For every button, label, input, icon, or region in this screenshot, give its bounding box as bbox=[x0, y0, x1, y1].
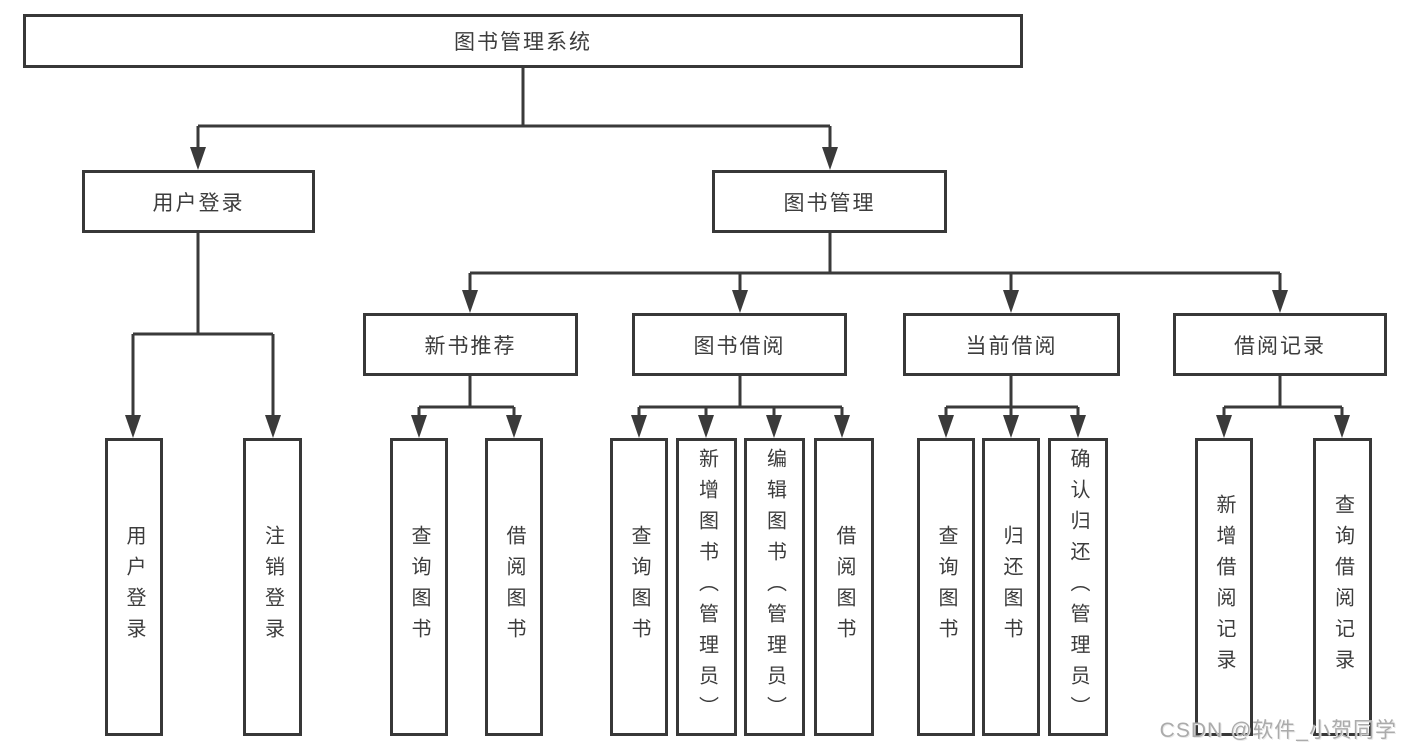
arrowhead bbox=[506, 415, 522, 438]
arrowhead bbox=[834, 415, 850, 438]
arrowhead bbox=[1272, 290, 1288, 313]
leaf-recommend-search-books: 查询图书 bbox=[390, 438, 448, 736]
arrowhead bbox=[938, 415, 954, 438]
connector-book-management bbox=[468, 233, 1282, 293]
node-library-system: 图书管理系统 bbox=[23, 14, 1023, 68]
connector-borrow-records bbox=[1222, 376, 1344, 418]
arrowhead bbox=[1216, 415, 1232, 438]
node-book-borrow: 图书借阅 bbox=[632, 313, 847, 376]
leaf-user-login: 用户登录 bbox=[105, 438, 163, 736]
connector-new-book-recommend bbox=[417, 376, 516, 418]
connector-book-borrow bbox=[637, 376, 844, 418]
arrowhead bbox=[1003, 290, 1019, 313]
arrowhead bbox=[1334, 415, 1350, 438]
leaf-borrow-borrow-books: 借阅图书 bbox=[814, 438, 874, 736]
leaf-records-search-record: 查询借阅记录 bbox=[1313, 438, 1372, 736]
leaf-logout: 注销登录 bbox=[243, 438, 302, 736]
leaf-current-return-books: 归还图书 bbox=[982, 438, 1040, 736]
connector-current-borrow bbox=[944, 376, 1080, 418]
arrowhead bbox=[1070, 415, 1086, 438]
arrowhead bbox=[265, 415, 281, 438]
node-user-login: 用户登录 bbox=[82, 170, 315, 233]
leaf-records-add-record: 新增借阅记录 bbox=[1195, 438, 1253, 736]
arrowhead bbox=[411, 415, 427, 438]
node-book-management: 图书管理 bbox=[712, 170, 947, 233]
connector-root bbox=[196, 68, 832, 150]
arrowhead bbox=[698, 415, 714, 438]
arrowhead bbox=[190, 147, 206, 170]
node-current-borrow: 当前借阅 bbox=[903, 313, 1120, 376]
arrowhead bbox=[1003, 415, 1019, 438]
leaf-borrow-add-books-admin: 新增图书（管理员） bbox=[676, 438, 737, 736]
leaf-recommend-borrow-books: 借阅图书 bbox=[485, 438, 543, 736]
arrowhead bbox=[822, 147, 838, 170]
arrowhead bbox=[766, 415, 782, 438]
node-new-book-recommend: 新书推荐 bbox=[363, 313, 578, 376]
leaf-borrow-search-books: 查询图书 bbox=[610, 438, 668, 736]
leaf-borrow-edit-books-admin: 编辑图书（管理员） bbox=[744, 438, 805, 736]
arrowhead bbox=[631, 415, 647, 438]
connector-user-login bbox=[131, 233, 275, 418]
leaf-current-confirm-return-admin: 确认归还（管理员） bbox=[1048, 438, 1108, 736]
arrowhead bbox=[462, 290, 478, 313]
arrowhead bbox=[732, 290, 748, 313]
node-borrow-records: 借阅记录 bbox=[1173, 313, 1387, 376]
csdn-watermark: CSDN @软件_小贺同学 bbox=[1159, 719, 1397, 742]
arrowhead bbox=[125, 415, 141, 438]
leaf-current-search-books: 查询图书 bbox=[917, 438, 975, 736]
